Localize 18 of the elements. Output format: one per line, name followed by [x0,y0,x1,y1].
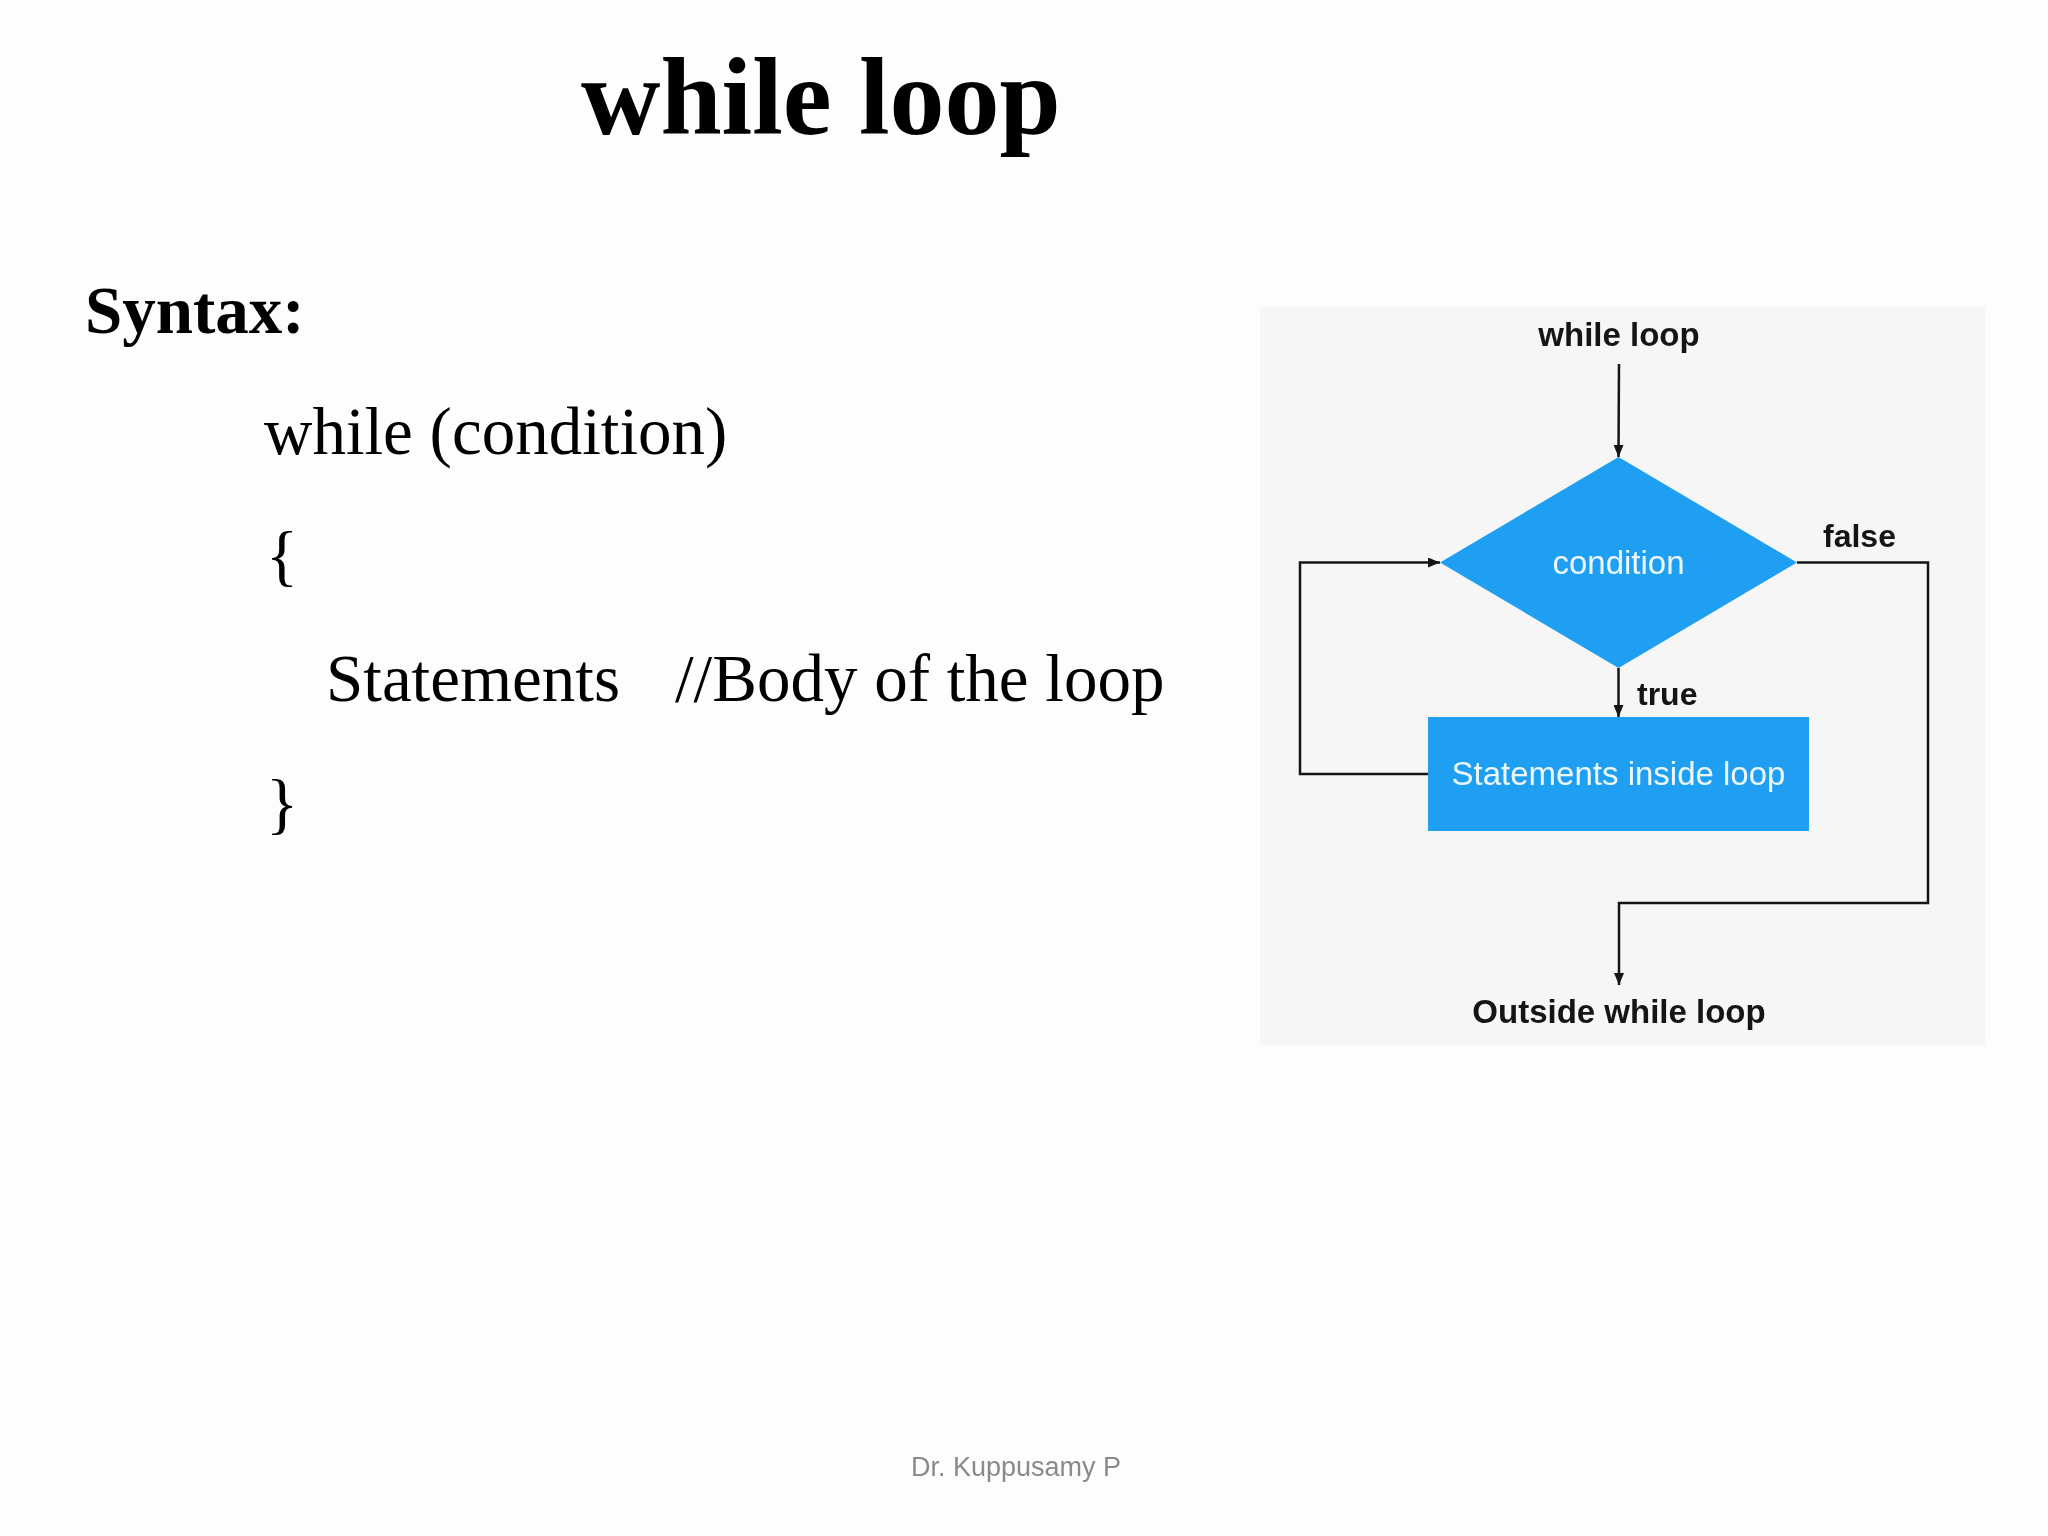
flow-arrow [1614,561,1930,985]
code-brace: { [266,516,299,594]
code-brace: } [266,764,299,842]
process-box [1428,717,1809,831]
code-line: Statements [326,639,620,717]
decision-label: condition [1552,543,1685,582]
flow-arrow [1613,363,1624,457]
author-footer: Dr. Kuppusamy P [911,1452,1122,1484]
process-label: Statements inside loop [1451,755,1786,793]
syntax-heading: Syntax: [85,271,305,349]
flow-label: Outside while loop [1472,993,1766,1031]
slide-title: while loop [581,34,1061,160]
decision-diamond [1440,457,1797,668]
code-comment: //Body of the loop [675,639,1165,717]
flow-arrow [1613,668,1624,717]
code-line: while (condition) [264,392,728,470]
flow-arrow [1298,557,1440,776]
flow-label: while loop [1538,316,1700,354]
